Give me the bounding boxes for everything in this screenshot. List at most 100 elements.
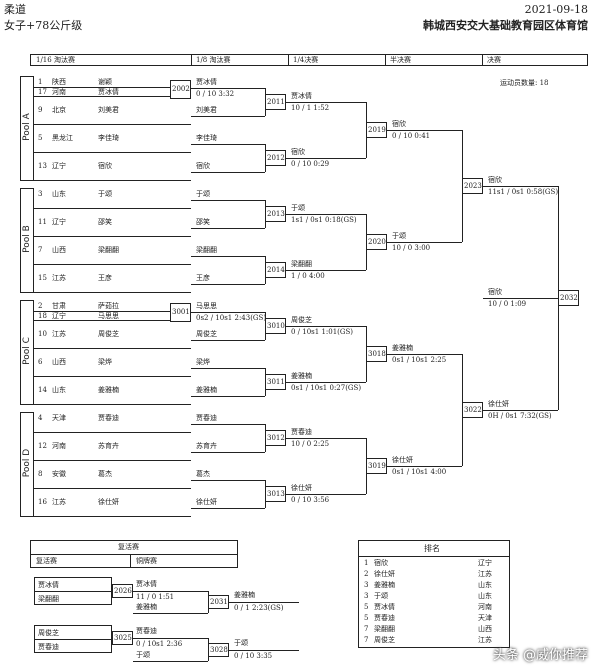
entry-province: 河南 bbox=[52, 88, 66, 96]
bracket-line bbox=[34, 311, 170, 312]
entry-name: 刘美君 bbox=[98, 106, 119, 114]
bracket-line bbox=[191, 368, 265, 369]
match-box-2031 bbox=[208, 595, 229, 609]
repechage-label: 复活赛 bbox=[36, 557, 57, 565]
entry-name: 谢颖 bbox=[98, 78, 112, 86]
match-number: 3011 bbox=[267, 378, 285, 386]
r8-name: 贾冰倩 bbox=[196, 78, 217, 86]
score: 0 / 10 3:35 bbox=[234, 652, 273, 660]
r8-name: 周俊芝 bbox=[196, 330, 217, 338]
round-label-qf: 1/4决赛 bbox=[293, 56, 319, 64]
match-number: 3019 bbox=[368, 462, 386, 470]
entry-province: 山东 bbox=[52, 190, 66, 198]
bracket-line bbox=[286, 494, 366, 495]
pool-b-label: Pool B bbox=[22, 225, 32, 253]
bracket-line bbox=[483, 410, 558, 411]
score: 0 / 10 3:56 bbox=[291, 496, 330, 504]
entry-name: 周俊芝 bbox=[98, 330, 119, 338]
entry-province: 山东 bbox=[52, 386, 66, 394]
ranking-province: 山东 bbox=[478, 581, 492, 589]
score: 0 / 1 2:23(GS) bbox=[234, 604, 284, 612]
match-box-2026 bbox=[112, 584, 133, 598]
bracket-line bbox=[34, 432, 191, 433]
ranking-name: 宿欣 bbox=[374, 559, 388, 567]
match-number: 3028 bbox=[210, 646, 228, 654]
ranking-province: 天津 bbox=[478, 614, 492, 622]
match-number: 3010 bbox=[267, 322, 285, 330]
ranking-rank: 7 bbox=[364, 625, 369, 633]
score: 0 / 10s1 2:36 bbox=[136, 640, 183, 648]
score: 0 / 10 0:41 bbox=[392, 132, 431, 140]
entry-name: 梁烨 bbox=[98, 358, 112, 366]
entry-seed: 8 bbox=[38, 470, 43, 478]
ranking-province: 山东 bbox=[478, 592, 492, 600]
r8-name: 于颂 bbox=[196, 190, 210, 198]
entry-province: 江苏 bbox=[52, 330, 66, 338]
entry-seed: 5 bbox=[38, 134, 43, 142]
r8-name: 贾春迪 bbox=[196, 414, 217, 422]
ranking-province: 江苏 bbox=[478, 636, 492, 644]
entry-name: 贾春迪 bbox=[98, 414, 119, 422]
entry-seed: 6 bbox=[38, 358, 43, 366]
winner-name: 宿欣 bbox=[291, 148, 305, 156]
winner-name: 姜雅楠 bbox=[234, 591, 255, 599]
entrant-name: 周俊芝 bbox=[38, 629, 59, 637]
entry-name: 宿欣 bbox=[98, 162, 112, 170]
ranking-table bbox=[358, 540, 510, 648]
match-box-2012 bbox=[265, 150, 286, 166]
match-number: 2020 bbox=[368, 238, 386, 246]
pool-d-box bbox=[20, 412, 34, 517]
ranking-rank: 3 bbox=[364, 592, 369, 600]
venue: 韩城西安交大基础教育园区体育馆 bbox=[423, 19, 588, 32]
pool-d-label: Pool D bbox=[22, 448, 32, 478]
pool-a-label: Pool A bbox=[22, 113, 32, 141]
ranking-title: 排名 bbox=[424, 544, 440, 553]
ranking-rank: 5 bbox=[364, 603, 369, 611]
bracket-line bbox=[34, 292, 191, 293]
score: 0s1 / 10s1 4:00 bbox=[392, 468, 447, 476]
match-box-2014 bbox=[265, 262, 286, 278]
entry-province: 江苏 bbox=[52, 274, 66, 282]
match-box-3028 bbox=[208, 643, 229, 657]
bracket-line bbox=[191, 424, 265, 425]
entry-province: 河南 bbox=[52, 442, 66, 450]
match-box-3018 bbox=[366, 346, 387, 362]
entrant-name: 贾春迪 bbox=[38, 643, 59, 651]
winner-name: 于颂 bbox=[291, 204, 305, 212]
entry-province: 甘肃 bbox=[52, 302, 66, 310]
bracket-line bbox=[34, 152, 191, 153]
bracket-line bbox=[191, 508, 265, 509]
bracket-line bbox=[483, 298, 558, 299]
entry-seed: 2 bbox=[38, 302, 43, 310]
bracket-line bbox=[34, 236, 191, 237]
pool-a-box bbox=[20, 76, 34, 181]
ranking-province: 河南 bbox=[478, 603, 492, 611]
ranking-name: 贾冰倩 bbox=[374, 603, 395, 611]
entry-province: 辽宁 bbox=[52, 312, 66, 320]
ranking-rank: 3 bbox=[364, 581, 369, 589]
bracket-line bbox=[286, 438, 366, 439]
score: 0 / 10 0:29 bbox=[291, 160, 330, 168]
entry-province: 天津 bbox=[52, 414, 66, 422]
entry-seed: 13 bbox=[38, 162, 47, 170]
bracket-line bbox=[34, 124, 191, 125]
match-number: 2012 bbox=[267, 154, 285, 162]
r8-name: 苏育卉 bbox=[196, 442, 217, 450]
ranking-rank: 1 bbox=[364, 559, 369, 567]
ranking-rank: 2 bbox=[364, 570, 369, 578]
match-box-2019 bbox=[366, 122, 387, 138]
bracket-line bbox=[286, 102, 366, 103]
entrant-name: 于颂 bbox=[136, 651, 150, 659]
bracket-line bbox=[34, 96, 170, 97]
match-box-3001 bbox=[170, 303, 191, 322]
score: 10 / 1 1:52 bbox=[291, 104, 330, 112]
ranking-rank: 5 bbox=[364, 614, 369, 622]
score: 11s1 / 0s1 0:58(GS) bbox=[488, 188, 559, 196]
entry-seed: 10 bbox=[38, 330, 47, 338]
r8-name: 刘美君 bbox=[196, 106, 217, 114]
entry-province: 山西 bbox=[52, 358, 66, 366]
entry-name: 葛杰 bbox=[98, 470, 112, 478]
match-number: 3012 bbox=[267, 434, 285, 442]
entry-province: 江苏 bbox=[52, 498, 66, 506]
entry-province: 黑龙江 bbox=[52, 134, 73, 142]
